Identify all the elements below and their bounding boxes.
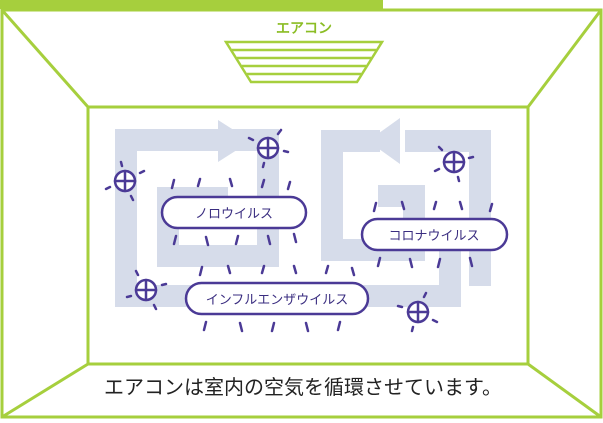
norovirus-capsule: [160, 177, 308, 247]
influenza-capsule: [184, 264, 370, 333]
ac-label: エアコン: [276, 21, 332, 37]
virus-particle-icon: [104, 160, 146, 202]
virus-particle-icon: [125, 269, 168, 311]
header-tab: [0, 0, 383, 9]
caption: エアコンは室内の空気を循環させています。: [104, 375, 502, 399]
arrow-head-right: [218, 120, 251, 162]
coronavirus-label: コロナウイルス: [388, 229, 479, 244]
virus-particle-icon: [247, 128, 290, 169]
norovirus-label: ノロウイルス: [195, 207, 273, 222]
influenza-label: インフルエンザウイルス: [206, 293, 349, 308]
virus-particle-icon: [433, 145, 475, 183]
air-conditioner-icon: [223, 40, 385, 84]
room-frame: [0, 8, 603, 419]
virus-particle-icon: [396, 291, 439, 333]
coronavirus-capsule: [360, 200, 509, 269]
arrow-head-left: [368, 118, 400, 164]
